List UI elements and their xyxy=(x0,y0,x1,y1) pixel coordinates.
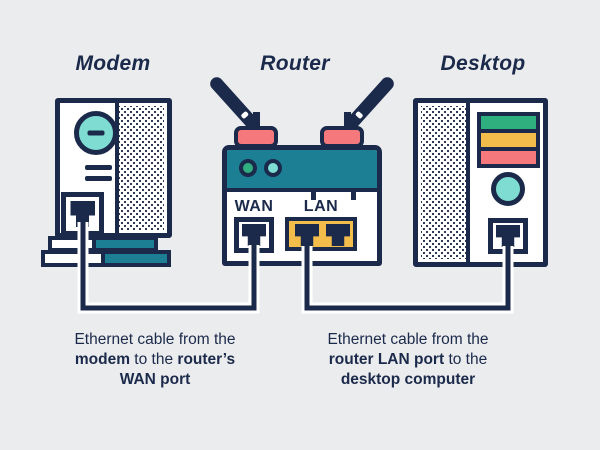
modem-base-bottom xyxy=(41,250,171,267)
antenna-left-stem xyxy=(253,112,260,132)
antenna-shine xyxy=(240,110,250,120)
modem-panel-divider xyxy=(115,103,119,233)
ethernet-plug-icon xyxy=(70,201,95,227)
desktop-panel-divider xyxy=(466,103,470,262)
modem-power-light xyxy=(74,111,118,155)
router-top-panel xyxy=(227,150,377,192)
modem-device xyxy=(55,98,172,238)
antenna-right-stem xyxy=(344,112,351,132)
wan-port-label: WAN xyxy=(234,198,274,215)
router-notch xyxy=(311,192,316,200)
desktop-device xyxy=(413,98,548,267)
ethernet-plug-icon xyxy=(326,224,350,246)
router-notch xyxy=(351,192,356,200)
drive-bay-green xyxy=(481,116,536,130)
ethernet-plug-icon xyxy=(242,224,266,246)
modem-ethernet-port xyxy=(61,192,104,236)
desktop-ethernet-port xyxy=(488,218,528,254)
antenna-shine xyxy=(354,110,364,120)
router-device: WAN LAN xyxy=(222,145,382,266)
lan-port-label: LAN xyxy=(303,198,339,215)
modem-vent-line xyxy=(85,176,112,181)
modem-title: Modem xyxy=(75,52,151,75)
led-green-icon xyxy=(239,159,257,177)
desktop-title: Desktop xyxy=(440,52,526,75)
led-aqua-icon xyxy=(264,159,282,177)
power-dash-icon xyxy=(87,130,105,136)
desktop-vent-texture xyxy=(421,106,466,259)
desktop-drive-bays xyxy=(477,112,540,168)
drive-bay-salmon xyxy=(481,150,536,164)
wan-ethernet-port xyxy=(234,217,274,253)
drive-bay-yellow xyxy=(481,133,536,147)
modem-vent-line xyxy=(85,165,112,170)
router-title: Router xyxy=(260,52,330,75)
modem-base-accent xyxy=(101,250,171,267)
ethernet-plug-icon xyxy=(295,224,319,246)
ethernet-plug-icon xyxy=(496,225,520,247)
modem-vent-texture xyxy=(119,106,164,230)
lan-ethernet-ports xyxy=(285,217,357,251)
desktop-power-button xyxy=(491,172,525,206)
